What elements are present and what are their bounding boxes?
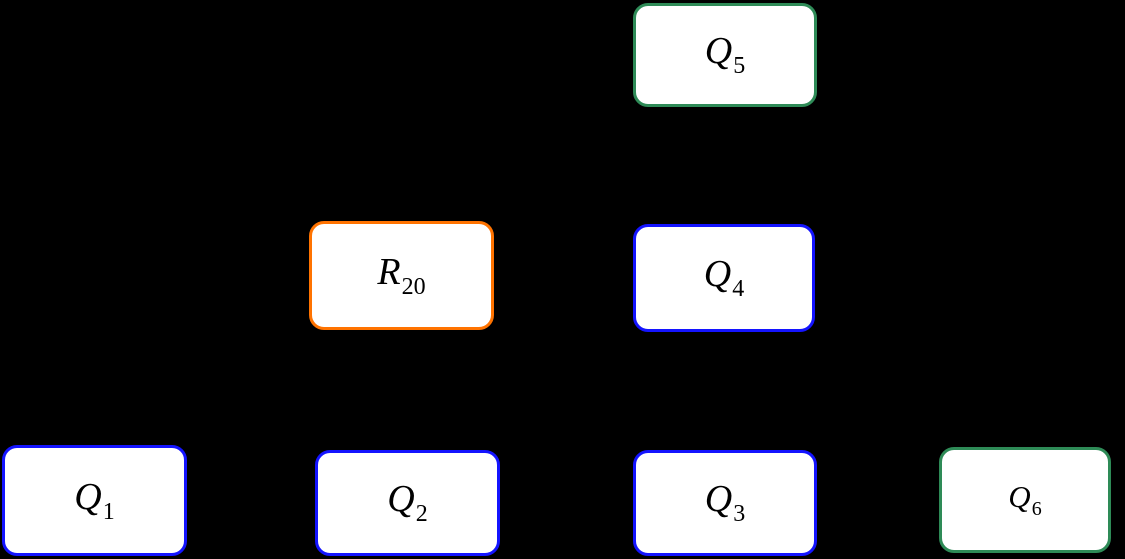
node-q4-subscript: 4 (732, 276, 745, 302)
node-q5-label: Q5 (705, 32, 745, 78)
node-q6-subscript: 6 (1031, 498, 1042, 520)
node-r20-label: R20 (377, 253, 425, 299)
node-r20: R20 (309, 221, 494, 330)
node-q1-label: Q1 (74, 478, 114, 524)
node-q6: Q6 (939, 447, 1111, 553)
node-q5-subscript: 5 (733, 53, 746, 79)
node-q5-letter: Q (704, 30, 733, 72)
node-q1-letter: Q (74, 475, 102, 518)
node-q3-letter: Q (704, 478, 733, 520)
node-q2-subscript: 2 (415, 501, 428, 527)
node-q6-letter: Q (1008, 479, 1031, 514)
node-q3-label: Q3 (705, 480, 745, 526)
node-q6-label: Q6 (1008, 481, 1041, 519)
node-r20-subscript: 20 (401, 273, 426, 300)
node-q2: Q2 (315, 450, 500, 556)
node-q4: Q4 (633, 224, 815, 332)
node-q1: Q1 (2, 445, 187, 556)
node-r20-letter: R (377, 250, 401, 293)
node-q2-label: Q2 (387, 480, 427, 526)
node-q1-subscript: 1 (102, 498, 115, 525)
node-q5: Q5 (633, 3, 817, 107)
node-q2-letter: Q (387, 478, 415, 520)
node-q4-letter: Q (703, 253, 732, 295)
node-q3: Q3 (633, 450, 817, 556)
node-q4-label: Q4 (704, 255, 744, 301)
node-q3-subscript: 3 (733, 501, 746, 527)
